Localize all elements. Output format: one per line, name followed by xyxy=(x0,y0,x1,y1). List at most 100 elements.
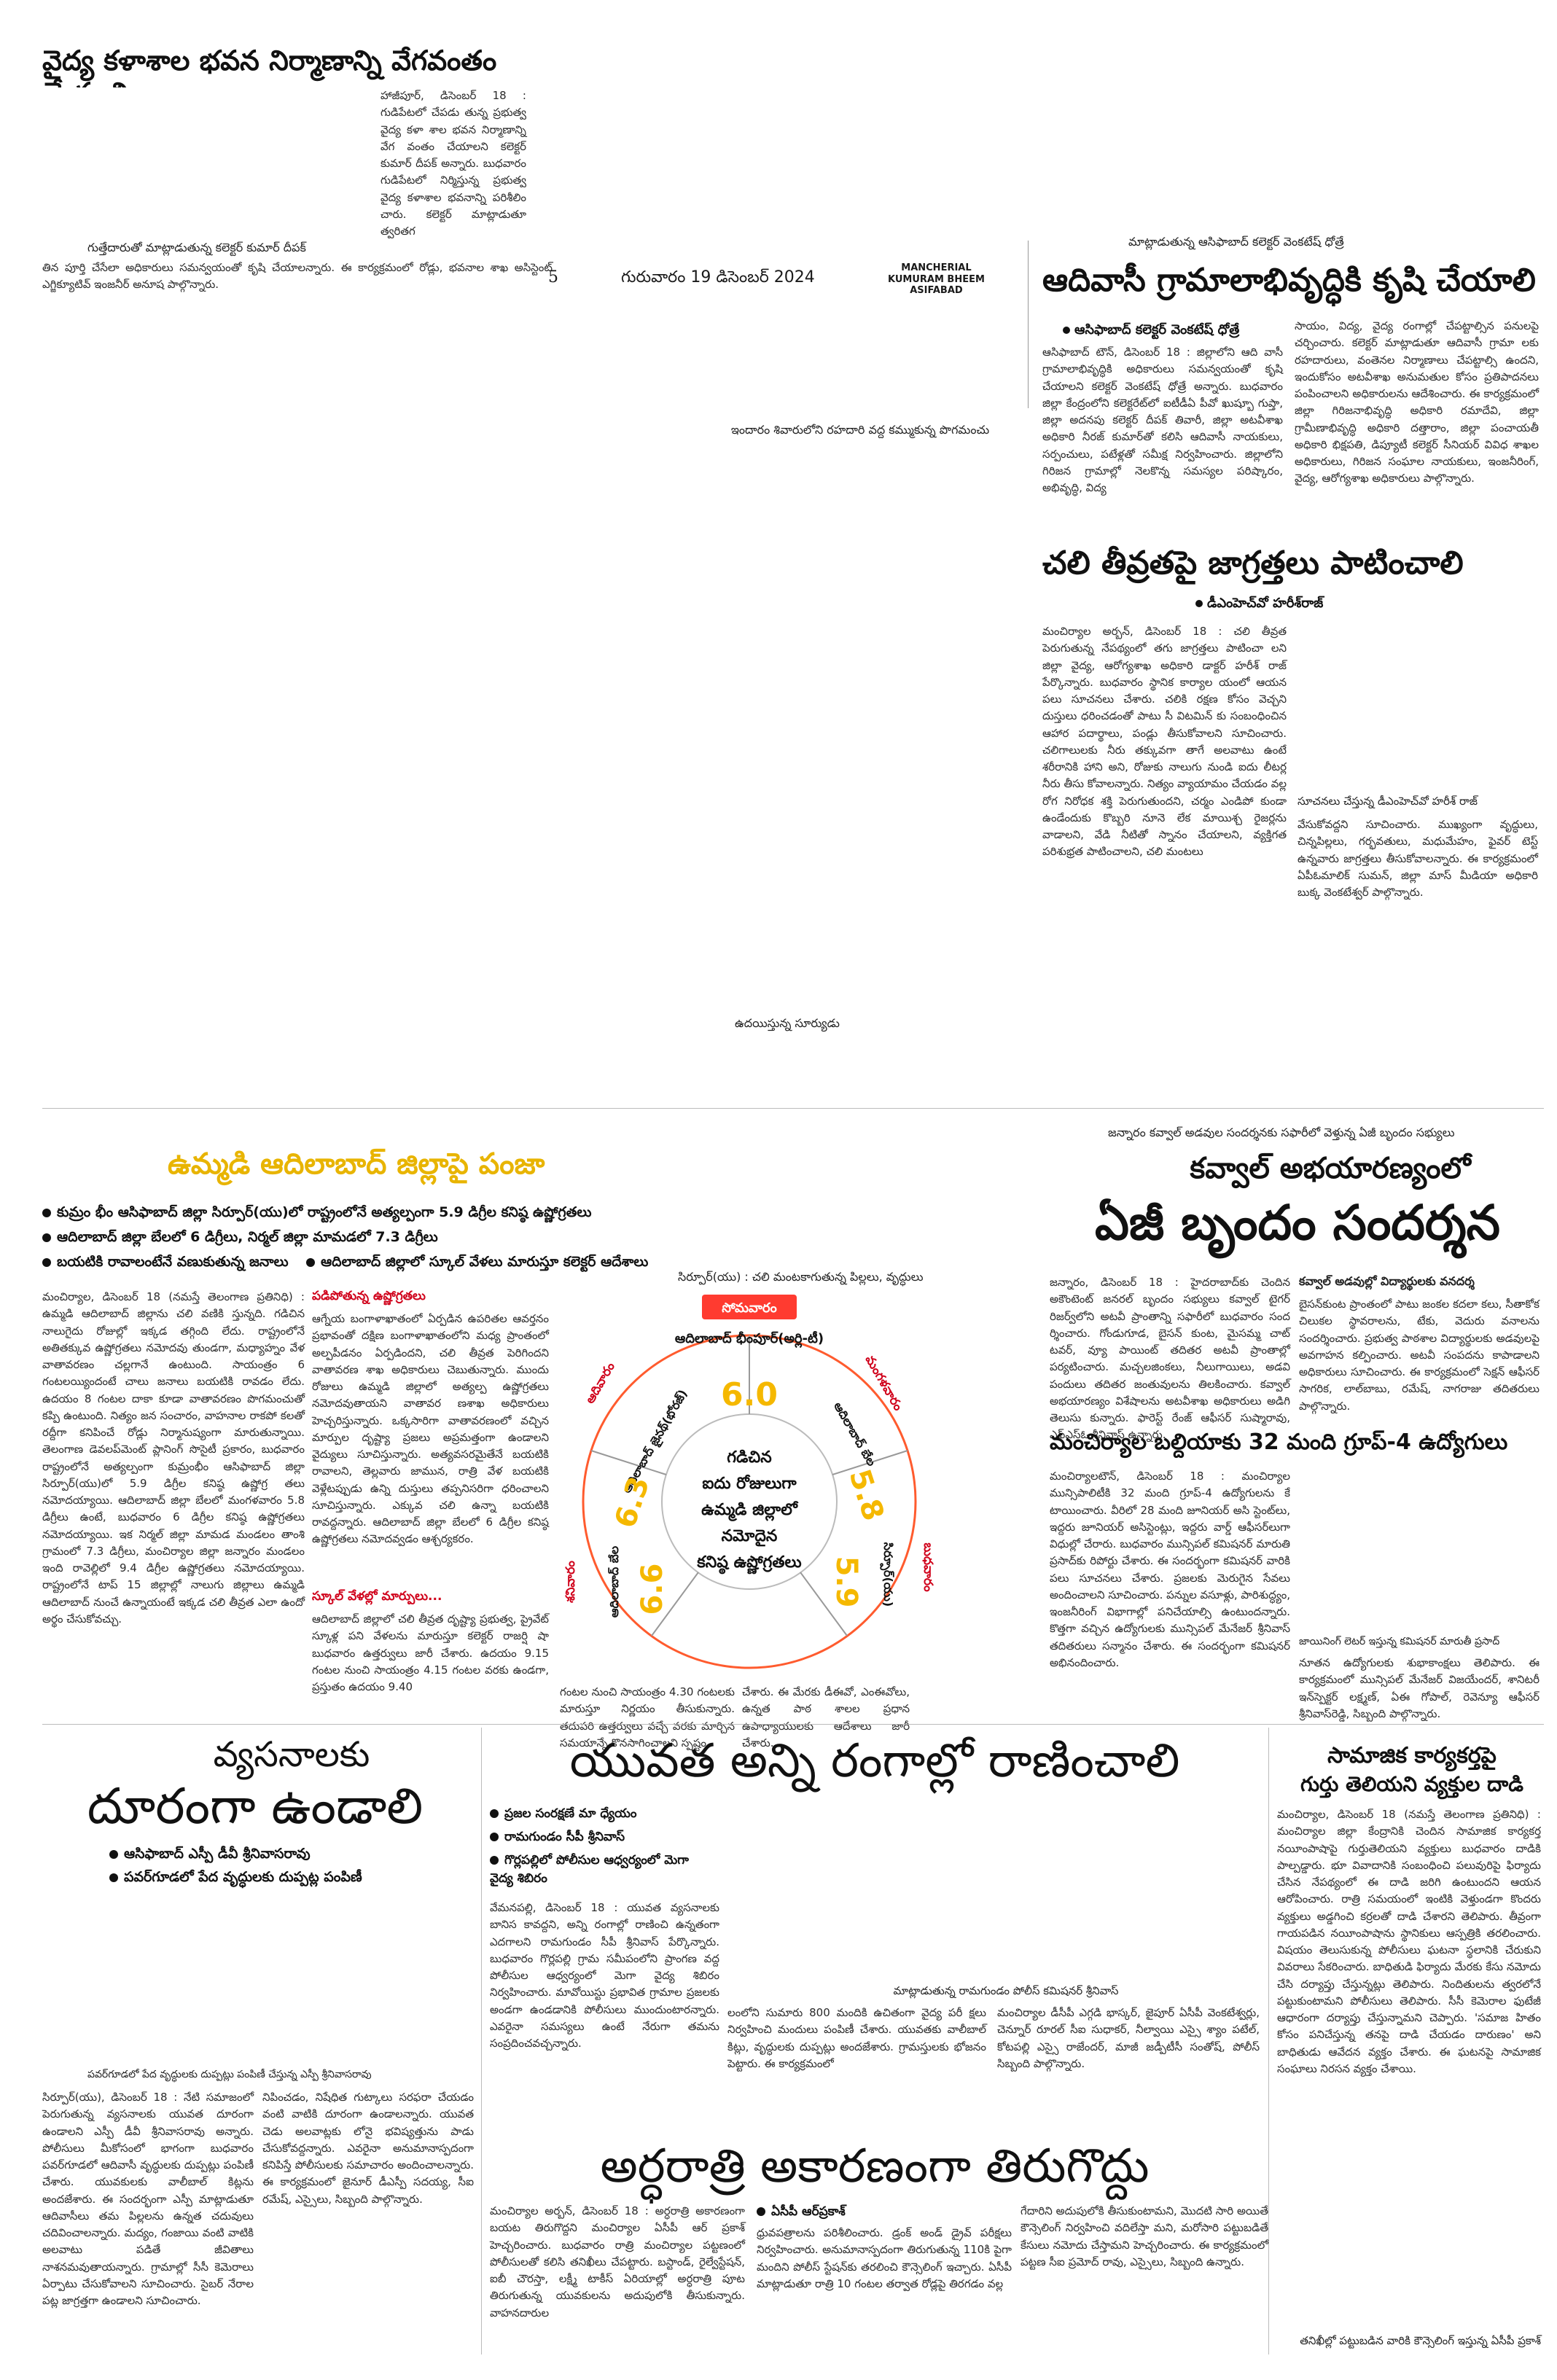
story2-byline: ఆసిఫాబాద్ కలెక్టర్ వెంకటేష్ ధోత్రే xyxy=(1063,321,1500,340)
story7-photo xyxy=(42,1895,472,2063)
segment-day: శనివారం xyxy=(563,1561,578,1603)
story5-caption-right: కవ్వాల్ అడవుల్లో విద్యార్థులకు వనదర్శ xyxy=(1299,1274,1475,1288)
story4-subhead-1: పడిపోతున్న ఉష్ణోగ్రతలు xyxy=(312,1289,426,1303)
story7-caption: పవర్‌గూడలో పేద వృద్ధులకు దుప్పట్లు పంపిణ… xyxy=(87,2069,372,2080)
infographic-wheel: సోమవారం ఆదిలాబాద్ భీంపూర్(అర్లి-టీ) 6.0 … xyxy=(563,1295,935,1669)
story1-photo xyxy=(42,87,370,233)
story4-bullet-text: బయటికి రావాలంటేనే వణుకుతున్న జనాలు xyxy=(57,1254,289,1270)
story8-body-right: మంచిర్యాల డీసీపీ ఎగ్గడి భాస్కర్, జైపూర్ … xyxy=(997,2006,1260,2070)
segment-value: 6.6 xyxy=(636,1564,669,1615)
story4-headline: ఉమ్మడి ఆదిలాబాద్ జిల్లాపై పంజా xyxy=(168,1147,545,1181)
story5-headline-1: కవ్వాల్ అభయారణ్యంలో xyxy=(1190,1152,1471,1185)
bullet-icon xyxy=(1063,327,1070,334)
story9-headline-2: గుర్తు తెలియని వ్యక్తుల దాడి xyxy=(1300,1772,1523,1796)
bullet-icon xyxy=(109,1873,118,1882)
story10-body-left: మంచిర్యాల అర్బన్, డిసెంబర్ 18 : అర్ధరాత్… xyxy=(490,2204,745,2319)
segment-day: బుధవారం xyxy=(921,1542,935,1592)
edition-line-2: KUMURAM BHEEM xyxy=(888,273,985,285)
story9-headline-1: సామాజిక కార్యకర్తపై xyxy=(1327,1743,1496,1768)
story6-headline: మంచిర్యాల బల్దియాకు 32 మంది గ్రూప్-4 ఉద్… xyxy=(1050,1429,1508,1455)
wheel-spoke xyxy=(832,1450,908,1475)
story10-body-right: గేదారిని అదుపులోకి తీసుకుంటామని, మొదటి స… xyxy=(1021,2204,1268,2268)
story1-caption: గుత్తేదారుతో మాట్లాడుతున్న కలెక్టర్ కుమా… xyxy=(87,241,306,254)
story10-headline: అర్ధరాత్రి అకారణంగా తిరుగొద్దు xyxy=(600,2139,1150,2193)
temperature-infographic: సోమవారం ఆదిలాబాద్ భీంపూర్(అర్లి-టీ) 6.0 … xyxy=(560,1290,939,1677)
sunrise-photo-caption: ఉదయిస్తున్న సూర్యుడు xyxy=(735,1016,840,1030)
story5-body-left: జన్నారం, డిసెంబర్ 18 : హైదరాబాద్‌కు చెంద… xyxy=(1050,1276,1290,1442)
bullet-icon xyxy=(109,1849,118,1859)
story7-headline-2: దూరంగా ఉండాలి xyxy=(87,1778,424,1835)
story7-bullet-2: పవర్‌గూడలో పేద వృద్ధులకు దుప్పట్ల పంపిణీ xyxy=(109,1868,474,1888)
story8-body-mid: లంలోని సుమారు 800 మందికి ఉచితంగా వైద్య ప… xyxy=(727,2006,986,2070)
bullet-icon xyxy=(757,2207,765,2216)
center-line-5: కనిష్ఠ ఉష్ణోగ్రతలు xyxy=(696,1553,802,1575)
story7-bullet-text: పవర్‌గూడలో పేద వృద్ధులకు దుప్పట్ల పంపిణీ xyxy=(124,1869,362,1885)
story4-bullet-text: కుమ్రం భీం ఆసిఫాబాద్ జిల్లా సిర్పూర్(యు)… xyxy=(57,1204,592,1220)
wheel-spoke xyxy=(651,1572,699,1636)
page-number: 5 xyxy=(548,268,558,286)
story7-bullet-1: ఆసిఫాబాద్ ఎస్పీ డీవీ శ్రీనివాసరావు xyxy=(109,1844,474,1865)
edition-line-3: ASIFABAD xyxy=(910,285,963,297)
section-divider xyxy=(42,1108,1544,1109)
story7-body-left: సిర్పూర్(యు), డిసెంబర్ 18 : నేటి సమాజంలో… xyxy=(42,2091,254,2307)
story6-body-right: నూతన ఉద్యోగులకు శుభాకాంక్షలు తెలిపారు. ఈ… xyxy=(1299,1656,1540,1720)
story10-byline: ఏసీపీ ఆర్‌ప్రకాశ్ xyxy=(757,2203,975,2221)
edition-line-1: MANCHERIAL xyxy=(901,262,972,273)
story4-bullet-1: కుమ్రం భీం ఆసిఫాబాద్ జిల్లా సిర్పూర్(యు)… xyxy=(42,1203,698,1223)
column-divider xyxy=(481,1728,482,2354)
story3-caption: సూచనలు చేస్తున్న డీఎంహెచ్‌వో హరీశ్ రాజ్ xyxy=(1298,795,1478,808)
segment-value: 6.0 xyxy=(721,1376,778,1413)
bullet-icon xyxy=(42,1233,51,1242)
bullet-icon xyxy=(1195,600,1203,607)
bullet-icon xyxy=(490,1809,499,1818)
story4-bullet-2: ఆదిలాబాద్ జిల్లా బేలలో 6 డిగ్రీలు, నిర్మ… xyxy=(42,1228,698,1248)
wheel-spoke xyxy=(590,1450,667,1475)
story9-body: మంచిర్యాల, డిసెంబర్ 18 (నమస్తే తెలంగాణ ప… xyxy=(1277,1808,1541,2075)
story4-bullet-text: ఆదిలాబాద్ జిల్లాలో స్కూల్ వేళలు మారుస్తూ… xyxy=(321,1254,649,1270)
segment-place: సిర్పూర్(యు) xyxy=(880,1542,895,1607)
center-line-4: నమోదైన xyxy=(722,1527,778,1547)
story4-subhead-2: స్కూల్ వేళల్లో మార్పులు... xyxy=(312,1589,442,1604)
story10-photo xyxy=(1277,2172,1541,2329)
story2-caption: మాట్లాడుతున్న ఆసిఫాబాద్ కలెక్టర్ వెంకటేష… xyxy=(1128,235,1344,249)
segment-place: ఆదిలాబాద్ బేల xyxy=(607,1545,621,1618)
center-line-3: ఉమ్మడి జిల్లాలో xyxy=(701,1500,799,1521)
story6-caption: జాయినింగ్ లెటర్ ఇస్తున్న కమిషనర్ మారుతీ … xyxy=(1299,1636,1500,1647)
story4-bullet-4: ఆదిలాబాద్ జిల్లాలో స్కూల్ వేళలు మారుస్తూ… xyxy=(306,1252,714,1273)
masthead-divider xyxy=(1028,241,1029,408)
story3-photo xyxy=(1298,623,1538,787)
story5-body-right: బైసన్‌కుంట ప్రాంతంలో పాటు జంకల కదలా కలు,… xyxy=(1299,1298,1540,1413)
center-line-2: ఐదు రోజులుగా xyxy=(702,1474,797,1493)
story8-bullet-1: ప్రజల సంరక్షణే మా ధ్యేయం xyxy=(490,1805,709,1823)
story4-bullet-text: ఆదిలాబాద్ జిల్లా బేలలో 6 డిగ్రీలు, నిర్మ… xyxy=(57,1229,438,1245)
story8-caption: మాట్లాడుతున్న రామగుండం పోలీస్ కమిషనర్ శ్… xyxy=(893,1984,1119,1997)
fog-photo-caption: ఇందారం శివారులోని రహదారి వద్ద కమ్ముకున్న… xyxy=(730,423,990,437)
segment-place: ఆదిలాబాద్ భీంపూర్(అర్లి-టీ) xyxy=(675,1331,824,1349)
story2-byline-text: ఆసిఫాబాద్ కలెక్టర్ వెంకటేష్ ధోత్రే xyxy=(1074,322,1240,338)
story8-bullet-2: రామగుండం సీపీ శ్రీనివాస్ xyxy=(490,1828,709,1846)
story8-headline: యువత అన్ని రంగాల్లో రాణించాలి xyxy=(569,1734,1180,1788)
segment-day: ఆదివారం xyxy=(582,1359,618,1406)
story7-headline-1: వ్యసనాలకు xyxy=(213,1734,370,1775)
segment-day-badge xyxy=(702,1295,797,1319)
story3-body-right: వేసుకోవద్దని సూచించారు. ముఖ్యంగా వృద్ధుల… xyxy=(1298,818,1538,899)
story10-body-mid: ధ్రువపత్రాలను పరిశీలించారు. డ్రంక్ అండ్ … xyxy=(757,2226,1012,2290)
story10-byline-text: ఏసీపీ ఆర్‌ప్రకాశ్ xyxy=(771,2204,846,2219)
bullet-icon xyxy=(306,1257,315,1267)
story3-body: మంచిర్యాల అర్బన్, డిసెంబర్ 18 : చలి తీవ్… xyxy=(1042,625,1287,859)
story8-body-left: వేమనపల్లి, డిసెంబర్ 18 : యువత వ్యసనాలకు … xyxy=(490,1901,719,2050)
story4-body-col1: మంచిర్యాల, డిసెంబర్ 18 (నమస్తే తెలంగాణ ప… xyxy=(42,1290,305,1626)
story8-bullet-text: ప్రజల సంరక్షణే మా ధ్యేయం xyxy=(504,1806,637,1821)
bullet-icon xyxy=(42,1257,51,1267)
segment-day: సోమవారం xyxy=(722,1300,776,1316)
bullet-icon xyxy=(490,1833,499,1841)
infographic-caption: సిర్పూర్(యు) : చలి మంటకాగుతున్న పిల్లలు,… xyxy=(678,1270,924,1284)
column-divider xyxy=(1268,1728,1269,2354)
story7-bullet-text: ఆసిఫాబాద్ ఎస్పీ డీవీ శ్రీనివాసరావు xyxy=(124,1846,311,1862)
center-line-1: గడిచిన xyxy=(727,1448,772,1467)
story4-body-col3: గంటల నుంచి సాయంత్రం 4.30 గంటలకు మారుస్తూ… xyxy=(560,1685,735,1749)
story4-bullet-3: బయటికి రావాలంటేనే వణుకుతున్న జనాలు xyxy=(42,1252,305,1273)
story8-photo xyxy=(727,1805,1260,1980)
wheel-spoke xyxy=(800,1572,848,1636)
story8-bullet-text: గొర్లపల్లిలో పోలీసుల ఆధ్వర్యంలో మెగా వైద… xyxy=(490,1853,689,1886)
